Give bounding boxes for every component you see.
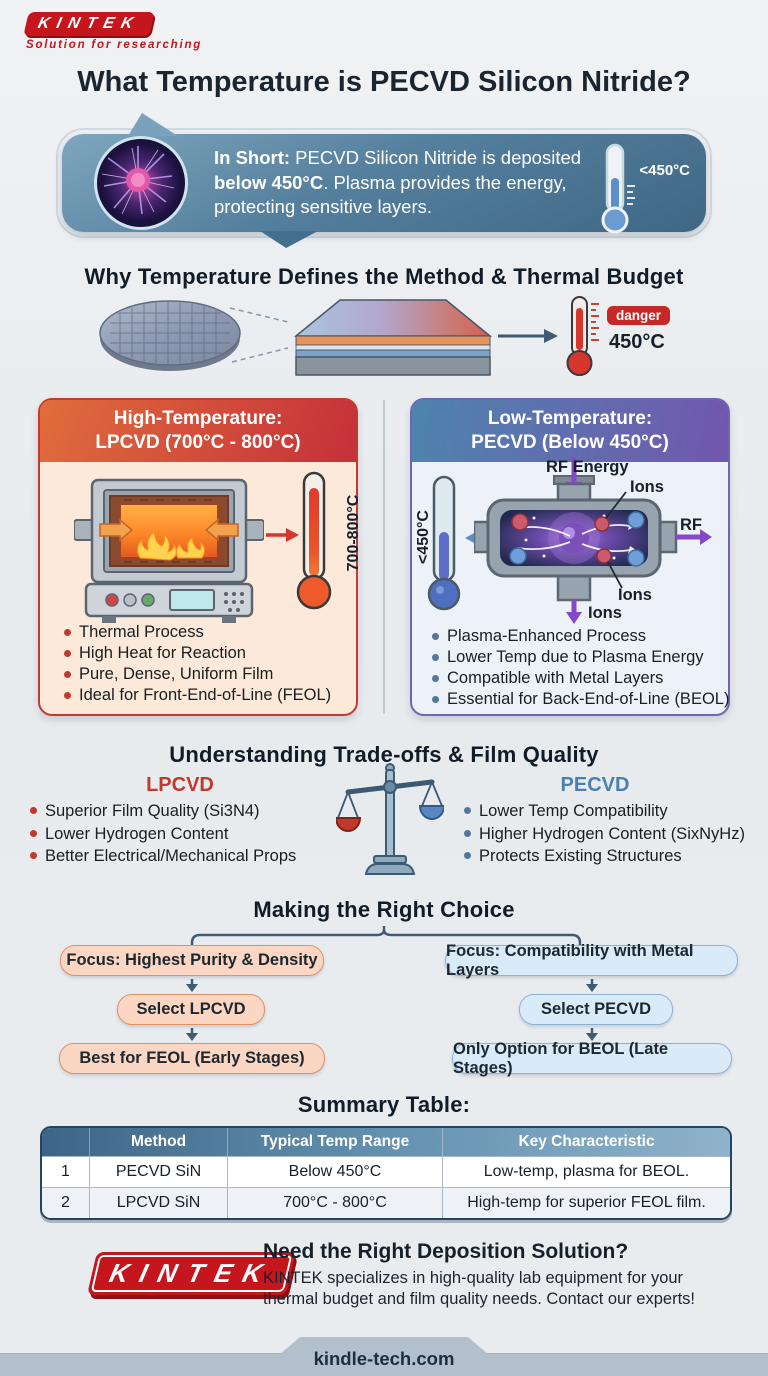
banner-thermo-label: <450°C	[639, 162, 690, 179]
pecvd-bullet: Compatible with Metal Layers	[430, 668, 730, 689]
rf-label: RF	[680, 516, 702, 534]
tradeoffs-lpcvd-bullets: Superior Film Quality (Si3N4) Lower Hydr…	[28, 800, 318, 868]
kintek-logo: KINTEK Solution for researching	[23, 12, 203, 51]
thermometer-blue-icon	[598, 142, 640, 241]
footer-heading: Need the Right Deposition Solution?	[263, 1240, 629, 1263]
header-cell-method: Method	[90, 1128, 228, 1156]
choice-left-step-2: Select LPCVD	[117, 994, 265, 1025]
logo-tagline: Solution for researching	[26, 39, 203, 51]
speech-tail-top	[128, 113, 178, 136]
ions-bottom-label: Ions	[588, 604, 622, 622]
speech-tail-bottom	[260, 231, 318, 248]
danger-temp-label: 450°C	[609, 331, 665, 353]
table-row: 2 LPCVD SiN 700°C - 800°C High-temp for …	[42, 1187, 730, 1218]
pecvd-card-header: Low-Temperature: PECVD (Below 450°C)	[412, 400, 728, 462]
danger-badge: danger	[607, 306, 671, 325]
choice-right-step-3: Only Option for BEOL (Late Stages)	[452, 1040, 732, 1077]
arrow-down-icon	[186, 979, 198, 992]
lpcvd-bullet: Thermal Process	[62, 622, 354, 643]
lpcvd-title-line2: LPCVD (700°C - 800°C)	[95, 431, 301, 453]
zoom-cone-lines	[229, 307, 289, 363]
cold-thermo-label: <450°C	[415, 510, 432, 564]
lpcvd-card-header: High-Temperature: LPCVD (700°C - 800°C)	[40, 400, 356, 462]
tradeoffs-pecvd-bullet: Higher Hydrogen Content (SixNyHz)	[462, 823, 758, 846]
thermometer-red-icon	[566, 296, 599, 376]
banner-seg1: PECVD Silicon Nitride is deposited	[290, 147, 582, 169]
pecvd-bullets: Plasma-Enhanced Process Lower Temp due t…	[430, 626, 730, 710]
tradeoffs-lpcvd-bullet: Superior Film Quality (Si3N4)	[28, 800, 318, 823]
website-link: kindle-tech.com	[313, 1348, 455, 1369]
layer-stack-icon	[293, 299, 493, 376]
tradeoffs-heading: Understanding Trade-offs & Film Quality	[169, 742, 599, 767]
tradeoffs-pecvd-bullet: Lower Temp Compatibility	[462, 800, 758, 823]
plasma-ball-icon	[94, 136, 188, 230]
arrow-down-icon	[186, 1028, 198, 1041]
tradeoffs-lpcvd-bullet: Better Electrical/Mechanical Props	[28, 845, 318, 868]
choice-left-step-1: Focus: Highest Purity & Density	[60, 945, 324, 976]
plasma-chamber-icon	[474, 458, 712, 624]
header-cell-range: Typical Temp Range	[228, 1128, 443, 1156]
table-row: 1 PECVD SiN Below 450°C Low-temp, plasma…	[42, 1156, 730, 1187]
summary-table: Method Typical Temp Range Key Characteri…	[40, 1126, 732, 1220]
tradeoffs-pecvd-bullets: Lower Temp Compatibility Higher Hydrogen…	[462, 800, 758, 868]
tradeoffs-pecvd-title: PECVD	[560, 774, 630, 796]
tradeoffs-lpcvd-title: LPCVD	[146, 774, 214, 796]
banner-text: In Short: PECVD Silicon Nitride is depos…	[214, 146, 622, 219]
pecvd-bullet: Essential for Back-End-of-Line (BEOL)	[430, 689, 730, 710]
arrow-down-icon	[586, 979, 598, 992]
lpcvd-bullet: Ideal for Front-End-of-Line (FEOL)	[62, 685, 354, 706]
choice-right-step-2: Select PECVD	[519, 994, 673, 1025]
header-cell-num	[42, 1128, 90, 1156]
in-short-banner: In Short: PECVD Silicon Nitride is depos…	[56, 113, 712, 248]
choice-left-step-3: Best for FEOL (Early Stages)	[59, 1043, 325, 1074]
wafer-icon	[99, 300, 241, 371]
balance-scale-icon	[336, 763, 444, 875]
kintek-logo-badge: KINTEK	[23, 12, 155, 36]
banner-seg2: . Plasma provides the energy, protecting…	[214, 171, 567, 218]
choice-right-step-1: Focus: Compatibility with Metal Layers	[445, 942, 738, 979]
kintek-footer-logo: KINTEK	[87, 1252, 296, 1295]
thermometer-cold-icon	[427, 475, 461, 611]
thermal-budget-heading: Why Temperature Defines the Method & The…	[84, 264, 684, 289]
lpcvd-bullet: High Heat for Reaction	[62, 643, 354, 664]
banner-lead: In Short:	[214, 147, 291, 169]
summary-heading: Summary Table:	[297, 1092, 471, 1117]
furnace-icon	[74, 478, 264, 623]
thermometer-hot-icon	[296, 471, 332, 610]
banner-temp: below 450°C	[214, 171, 324, 193]
arrow-down-icon	[586, 1028, 598, 1041]
arrow-right-red-icon	[266, 528, 299, 542]
pecvd-bullet: Plasma-Enhanced Process	[430, 626, 730, 647]
lpcvd-card: High-Temperature: LPCVD (700°C - 800°C)	[38, 398, 362, 716]
pecvd-bullet: Lower Temp due to Plasma Energy	[430, 647, 730, 668]
hot-thermo-label: 700-800°C	[345, 494, 362, 572]
tradeoffs-lpcvd-bullet: Lower Hydrogen Content	[28, 823, 318, 846]
pecvd-card: Low-Temperature: PECVD (Below 450°C) <45…	[410, 398, 730, 716]
choice-heading: Making the Right Choice	[253, 897, 515, 922]
kintek-logo-text: KINTEK	[36, 15, 142, 32]
footer-tab	[279, 1337, 489, 1355]
ions-mid-label: Ions	[618, 586, 652, 604]
lpcvd-title-line1: High-Temperature:	[113, 408, 283, 429]
kintek-footer-logo-text: KINTEK	[106, 1258, 277, 1288]
pecvd-title-line1: Low-Temperature:	[487, 408, 653, 429]
page-title: What Temperature is PECVD Silicon Nitrid…	[77, 66, 691, 98]
card-divider	[383, 400, 385, 714]
rf-energy-label: RF Energy	[546, 458, 629, 476]
arrow-right-icon	[498, 329, 558, 343]
header-cell-characteristic: Key Characteristic	[518, 1133, 655, 1150]
lpcvd-bullets: Thermal Process High Heat for Reaction P…	[62, 622, 354, 706]
lpcvd-bullet: Pure, Dense, Uniform Film	[62, 664, 354, 685]
summary-table-header-row: Method Typical Temp Range Key Characteri…	[42, 1128, 730, 1156]
tradeoffs-pecvd-bullet: Protects Existing Structures	[462, 845, 758, 868]
pecvd-title-line2: PECVD (Below 450°C)	[471, 431, 669, 453]
ions-top-label: Ions	[630, 478, 664, 496]
footer-body: KINTEK specializes in high-quality lab e…	[263, 1269, 695, 1308]
